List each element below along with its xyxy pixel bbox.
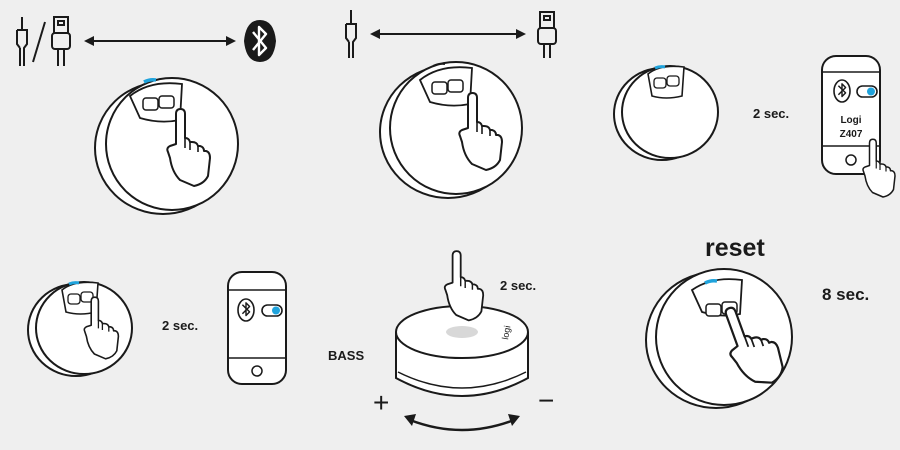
aux-usb-step bbox=[345, 10, 557, 199]
input-switch-step bbox=[16, 16, 276, 215]
aux-jack-icon bbox=[16, 17, 28, 66]
speaker-puck bbox=[645, 268, 793, 409]
bluetooth-icon bbox=[237, 298, 255, 322]
hold-time-label: 2 sec. bbox=[162, 318, 198, 333]
rotate-arrow-icon bbox=[404, 414, 520, 432]
svg-text:logi: logi bbox=[500, 325, 512, 341]
hold-time-label: 2 sec. bbox=[753, 106, 789, 121]
pair-phone-step: 2 sec. Logi Z407 bbox=[613, 55, 896, 198]
device-name-line-1: Logi bbox=[840, 115, 861, 126]
bass-label: BASS bbox=[328, 348, 364, 363]
speaker-puck bbox=[94, 77, 239, 215]
hold-time-label: 8 sec. bbox=[822, 285, 869, 304]
plus-sign: + bbox=[373, 387, 389, 418]
speaker-puck bbox=[613, 65, 719, 161]
minus-sign: − bbox=[538, 385, 554, 416]
double-arrow-icon bbox=[84, 36, 236, 46]
phone-icon bbox=[227, 271, 287, 385]
phone-icon: Logi Z407 bbox=[821, 55, 896, 198]
reset-step: reset 8 sec. bbox=[645, 234, 869, 409]
toggle-switch-icon bbox=[856, 85, 878, 98]
control-puck: logi bbox=[395, 305, 529, 397]
device-name-line-2: Z407 bbox=[840, 129, 863, 140]
speaker-puck bbox=[27, 281, 133, 377]
hold-time-label: 2 sec. bbox=[500, 278, 536, 293]
usb-plug-icon bbox=[537, 11, 557, 58]
double-arrow-icon bbox=[370, 29, 526, 39]
aux-jack-icon bbox=[345, 10, 357, 58]
speaker-puck bbox=[379, 61, 523, 199]
toggle-switch-icon bbox=[261, 304, 283, 317]
usb-plug-icon bbox=[51, 16, 71, 66]
bluetooth-icon bbox=[244, 20, 276, 62]
bluetooth-icon bbox=[833, 79, 851, 103]
reconnect-step: 2 sec. bbox=[27, 271, 287, 385]
bass-step: logi BASS 2 sec. + − bbox=[328, 250, 554, 432]
reset-title: reset bbox=[705, 234, 765, 262]
